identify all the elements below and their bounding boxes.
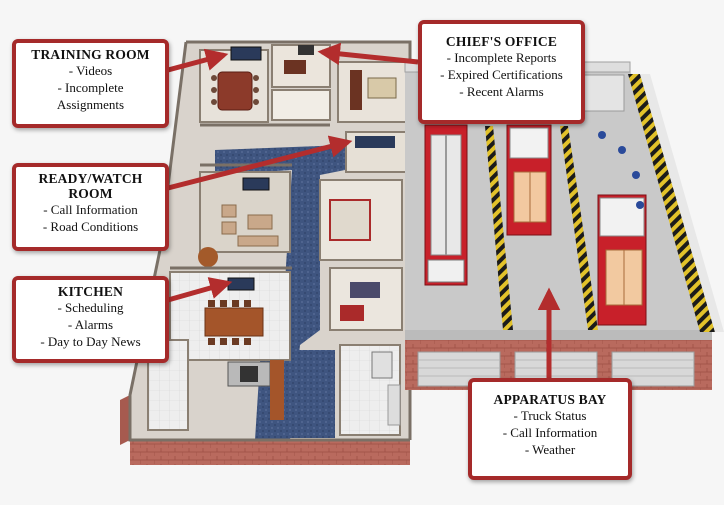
- callout-item: Assignments: [56, 97, 125, 112]
- callout-item: - Scheduling: [57, 300, 124, 315]
- callout-item: - Day to Day News: [40, 334, 141, 349]
- callout-apparatus-bay: APPARATUS BAY - Truck Status - Call Info…: [468, 378, 632, 480]
- callout-title: APPARATUS BAY: [493, 392, 607, 407]
- callout-item: - Recent Alarms: [459, 84, 544, 99]
- arrow-training-room: [167, 48, 229, 73]
- callout-ready-watch-room: READY/WATCH ROOM - Call Information - Ro…: [12, 163, 169, 251]
- callout-item: - Call Information: [502, 425, 598, 440]
- arrow-chiefs-office: [317, 42, 419, 66]
- callout-title: TRAINING ROOM: [31, 47, 150, 62]
- corridor-carpet: [215, 145, 345, 440]
- living-quarters-brick-wall: [130, 440, 410, 465]
- ladder-truck: [424, 124, 468, 286]
- callout-kitchen: KITCHEN - Scheduling - Alarms - Day to D…: [12, 276, 169, 363]
- callout-item: - Videos: [68, 63, 113, 78]
- callout-item: - Weather: [524, 442, 576, 457]
- arrow-ready-watch-room: [167, 135, 353, 191]
- callout-item: - Incomplete Reports: [446, 50, 557, 65]
- callout-arrows: [167, 42, 561, 378]
- callout-title-line-2: ROOM: [68, 186, 113, 201]
- callout-training-room: TRAINING ROOM - Videos - Incomplete Assi…: [12, 39, 169, 128]
- callout-title-line-1: READY/WATCH: [38, 171, 143, 186]
- callout-item: - Truck Status: [513, 408, 587, 423]
- callout-chiefs-office: CHIEF'S OFFICE - Incomplete Reports - Ex…: [418, 20, 585, 124]
- callout-item: - Call Information: [43, 202, 138, 217]
- callout-title: CHIEF'S OFFICE: [445, 34, 558, 49]
- arrow-kitchen: [167, 277, 233, 303]
- callout-item: - Incomplete: [57, 80, 124, 95]
- callout-item: - Expired Certifications: [440, 67, 563, 82]
- callout-title: KITCHEN: [57, 284, 124, 299]
- callout-item: - Alarms: [67, 317, 114, 332]
- callout-item: - Road Conditions: [42, 219, 139, 234]
- engine-truck-middle: [506, 124, 552, 236]
- engine-truck-right: [597, 194, 647, 326]
